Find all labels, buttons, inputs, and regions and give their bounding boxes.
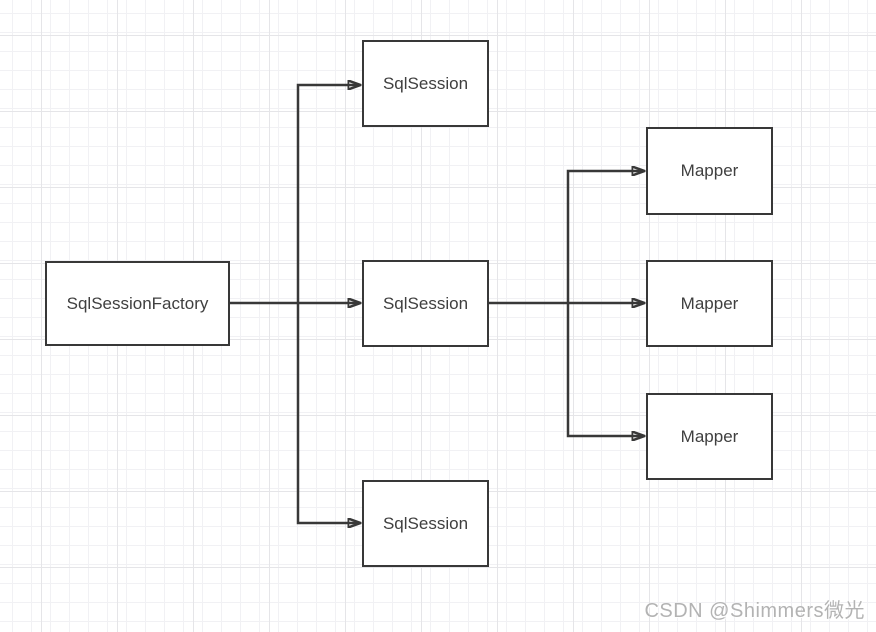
node-mapper-top: Mapper (646, 127, 773, 215)
node-sqlsession-top: SqlSession (362, 40, 489, 127)
node-label: Mapper (680, 161, 739, 180)
node-sqlsession-bottom: SqlSession (362, 480, 489, 567)
node-sqlsessionfactory: SqlSessionFactory (45, 261, 230, 346)
edge-factory-to-sqlsession-top (296, 85, 360, 303)
node-label: SqlSessionFactory (66, 293, 209, 313)
node-mapper-middle: Mapper (646, 260, 773, 347)
node-mapper-bottom: Mapper (646, 393, 773, 480)
node-label: SqlSession (382, 513, 469, 533)
edge-sqlsession-to-mapper-top (566, 171, 644, 303)
watermark: CSDN @Shimmers微光 (644, 600, 865, 622)
node-sqlsession-middle: SqlSession (362, 260, 489, 347)
node-label: Mapper (680, 293, 739, 313)
node-label: Mapper (680, 426, 739, 446)
edge-factory-to-sqlsession-bottom (296, 303, 360, 523)
node-label: SqlSession (382, 73, 469, 93)
edge-sqlsession-to-mapper-bottom (566, 303, 644, 436)
node-label: SqlSession (382, 293, 469, 313)
